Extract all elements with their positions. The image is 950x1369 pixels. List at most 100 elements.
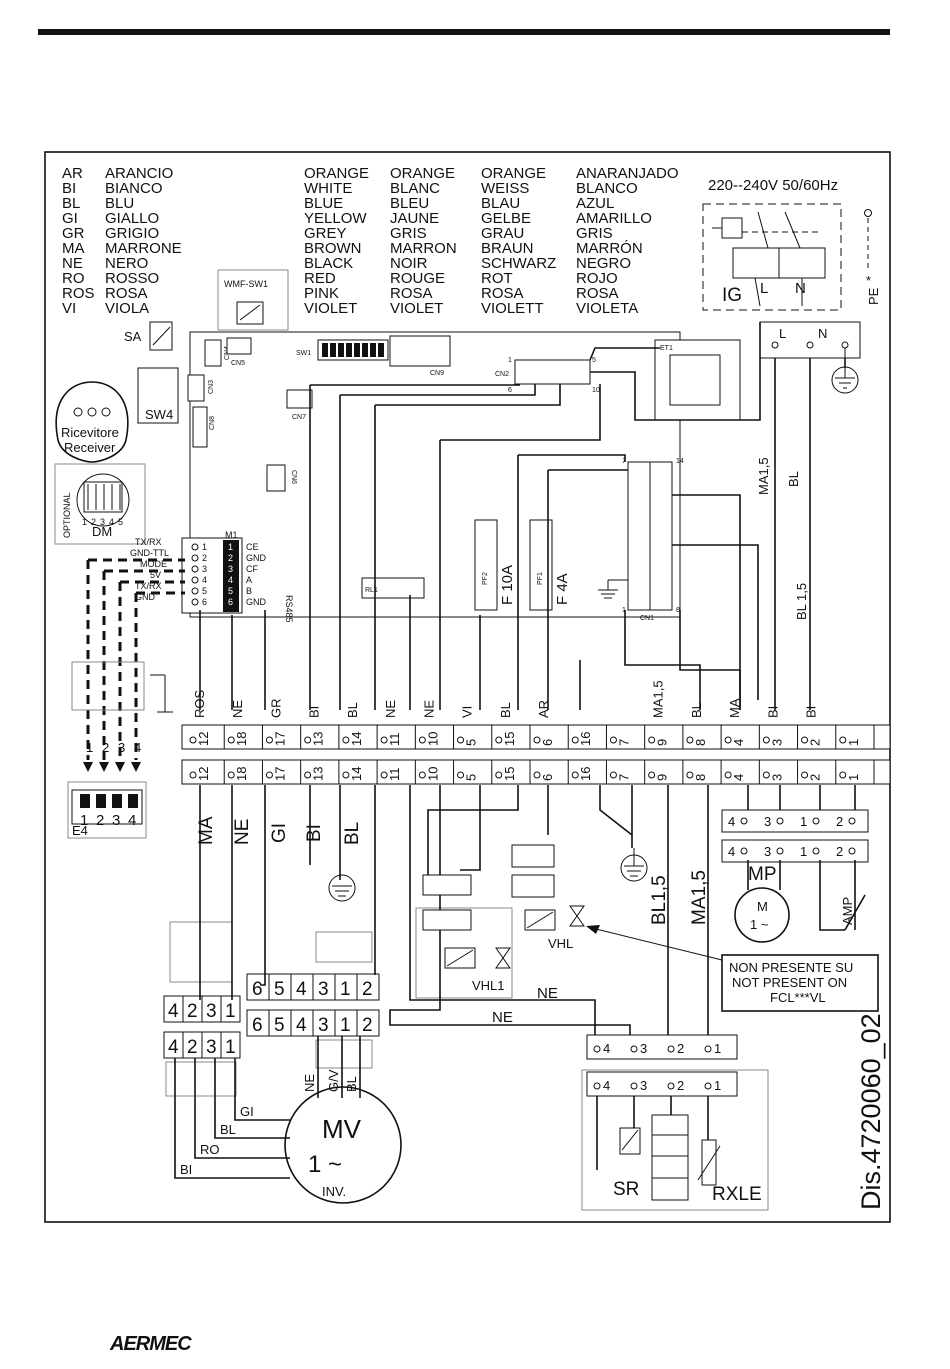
control-board: SA CN4 WMF-SW1 CN5 CN3 SW4 CN8 SW1 CN9 C…	[54, 269, 741, 623]
terminal-5-row2: 5	[464, 774, 479, 781]
terminal-wire-label-16: BI	[804, 706, 819, 718]
cn5-connector	[226, 337, 252, 355]
aermec-logo: AERMEC	[110, 1333, 192, 1355]
wire-ma15-label: MA1,5	[756, 457, 771, 495]
main-switch-box	[702, 203, 842, 311]
terminal-18-row2: 18	[234, 767, 249, 781]
legend-en-6: BLACK	[304, 255, 353, 272]
motor-wire-label-1: G/V	[326, 1069, 341, 1092]
terminal-14-row2: 14	[349, 767, 364, 781]
wire-ne-label-1: NE	[537, 985, 558, 1002]
power-supply-label: 220--240V 50/60Hz	[708, 177, 838, 194]
power-supply-block: 220--240V 50/60Hz IG L N PE * L N	[702, 177, 881, 394]
e4-wire-num-2: 2	[102, 740, 109, 755]
legend-it-4: GRIGIO	[105, 225, 159, 242]
m1-left-label-0: TX/RX	[135, 537, 162, 547]
dm-pin-2: 2	[91, 517, 96, 527]
motor-lead-label-2: RO	[200, 1142, 220, 1157]
motor-conn6-pin-5: 5	[274, 979, 285, 1000]
legend-code-8: ROS	[62, 285, 95, 302]
legend-en-0: ORANGE	[304, 165, 369, 182]
f10a-label: F 10A	[499, 565, 516, 605]
cn2-label: CN2	[495, 371, 509, 378]
pump-pin-1-840: 1	[800, 844, 807, 859]
sa-label: SA	[124, 329, 142, 344]
svg-text:1: 1	[508, 357, 512, 364]
terminal-8-row2: 8	[693, 774, 708, 781]
cn3-connector	[187, 374, 205, 402]
legend-fr-3: JAUNE	[390, 210, 439, 227]
terminal-5-row1: 5	[464, 739, 479, 746]
rl1-relay	[361, 577, 425, 599]
motor-conn6-pin-3: 3	[318, 1015, 329, 1036]
e4-wire-num-1: 1	[86, 740, 93, 755]
terminal-14-row1: 14	[349, 732, 364, 746]
legend-de-0: ORANGE	[481, 165, 546, 182]
legend-it-0: ARANCIO	[105, 165, 173, 182]
not-present-note: NON PRESENTE SU NOT PRESENT ON FCL***VL	[586, 925, 879, 1012]
receiver: Ricevitore Receiver	[55, 381, 129, 463]
legend-it-9: VIOLA	[105, 300, 149, 317]
cn6-label: CN6	[290, 470, 297, 484]
motor-conn6-pin-6: 6	[252, 1015, 263, 1036]
legend-code-5: MA	[62, 240, 85, 257]
m1-label-2: CF	[246, 564, 258, 574]
legend-code-9: VI	[62, 300, 76, 317]
legend-es-0: ANARANJADO	[576, 165, 679, 182]
m1-label-5: GND	[246, 597, 267, 607]
switch-coil-symbol	[721, 217, 743, 239]
m1-pin-left-3: 3	[202, 564, 207, 574]
m1-pin-5: 5	[228, 586, 233, 596]
terminal-9-row1: 9	[655, 739, 670, 746]
f4a-label: F 4A	[554, 573, 571, 605]
pe-label: PE	[866, 287, 881, 305]
terminal-18-row1: 18	[234, 732, 249, 746]
svg-text:1: 1	[622, 607, 626, 614]
terminal-17-row2: 17	[272, 767, 287, 781]
legend-fr-6: NOIR	[390, 255, 428, 272]
terminal-wire-label-2: GR	[268, 699, 283, 719]
e4-pin-1: 1	[80, 812, 88, 829]
legend-de-6: SCHWARZ	[481, 255, 556, 272]
motor-conn6-pin-3: 3	[318, 979, 329, 1000]
legend-it-5: MARRONE	[105, 240, 182, 257]
m1-left-label-3: 5V	[150, 570, 161, 580]
cn3-label: CN3	[208, 380, 215, 394]
pump-pin-3-840: 3	[764, 844, 771, 859]
motor-conn6-pin-1: 1	[340, 979, 351, 1000]
fuse-pf2: PF2 F 10A	[474, 519, 516, 611]
pump-pin-1-810: 1	[800, 814, 807, 829]
m1-pin-3: 3	[228, 564, 233, 574]
terminal-wire-label-7: VI	[460, 706, 475, 718]
legend-es-7: ROJO	[576, 270, 618, 287]
pump-motor-symbol	[734, 887, 790, 943]
terminal-block: 1212181817171313141411111010551515661616…	[181, 680, 891, 785]
m1-pin-left-6: 6	[202, 597, 207, 607]
mains-terminal	[759, 321, 861, 359]
terminal-3-row1: 3	[769, 739, 784, 746]
m1-pin-6: 6	[228, 597, 233, 607]
legend-de-7: ROT	[481, 270, 513, 287]
legend-en-5: BROWN	[304, 240, 362, 257]
terminal-wire-label-15: BI	[765, 706, 780, 718]
motor-conn6-pin-5: 5	[274, 1015, 285, 1036]
legend-code-7: RO	[62, 270, 85, 287]
legend-fr-8: ROSA	[390, 285, 433, 302]
pump-phase-label: 1 ~	[750, 917, 769, 932]
legend-en-3: YELLOW	[304, 210, 367, 227]
ground-icon	[598, 579, 628, 599]
m1-pin-left-1: 1	[202, 542, 207, 552]
m1-pin-left-4: 4	[202, 575, 207, 585]
note-line2: NOT PRESENT ON	[732, 975, 847, 990]
drawing-number: Dis.4720060_02	[856, 1013, 886, 1210]
wmf-sw1-box	[217, 269, 289, 331]
m1-pin-4: 4	[228, 575, 233, 585]
terminal-7-row2: 7	[616, 774, 631, 781]
legend-en-4: GREY	[304, 225, 347, 242]
motor-phase-label: 1 ~	[308, 1151, 342, 1178]
m1-label: M1	[225, 530, 238, 540]
